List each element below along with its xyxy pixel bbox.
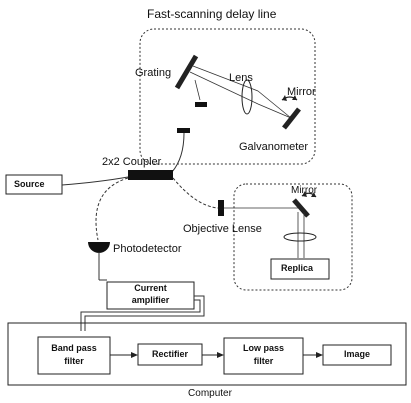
galvo-arrow-head-2 xyxy=(292,95,297,100)
galvanometer-label: Galvanometer xyxy=(239,141,309,153)
arrowhead-lowpass-image xyxy=(316,352,323,358)
fiber-detector xyxy=(95,177,129,241)
band-pass-label-1: Band pass xyxy=(51,343,97,353)
image-label: Image xyxy=(343,349,370,359)
grating-element xyxy=(174,54,199,90)
lens-label: Lens xyxy=(229,72,253,84)
delay-line-enclosure xyxy=(139,28,316,165)
delay-beam-4 xyxy=(257,103,292,119)
objective-lense-label: Objective Lense xyxy=(183,223,262,235)
low-pass-box xyxy=(223,337,304,375)
mirror-right-label: Mirror xyxy=(291,185,318,196)
delay-block-lower xyxy=(177,128,190,133)
delay-beam-5 xyxy=(194,79,201,101)
delay-block-upper xyxy=(195,102,207,107)
low-pass-label-2: filter xyxy=(253,356,274,366)
arrowhead-bandpass-rectifier xyxy=(131,352,138,358)
amplifier-to-computer-2 xyxy=(80,299,201,331)
low-pass-label-1: Low pass xyxy=(242,343,284,353)
photodetector-label: Photodetector xyxy=(113,243,182,255)
amplifier-to-computer xyxy=(84,295,205,331)
lens-element xyxy=(241,79,253,115)
galvanometer-mirror xyxy=(282,107,301,130)
current-amplifier-label-2: amplifier xyxy=(131,295,170,305)
photodetector-element xyxy=(88,242,110,253)
sample-arrow-head-2 xyxy=(311,192,316,197)
delay-beam-2 xyxy=(189,71,259,105)
sample-collimator xyxy=(218,200,224,216)
sample-mirror xyxy=(292,198,310,218)
arrowhead-rectifier-lowpass xyxy=(217,352,224,358)
source-label: Source xyxy=(14,179,45,189)
replica-box xyxy=(270,258,330,280)
sample-arrow-head-1 xyxy=(302,191,307,197)
current-amplifier-label-1: Current xyxy=(134,283,167,293)
grating-label: Grating xyxy=(135,67,172,79)
sample-arm-enclosure xyxy=(233,183,353,291)
band-pass-label-2: filter xyxy=(64,356,84,366)
fiber-source xyxy=(61,176,129,186)
mirror-top-label: Mirror xyxy=(287,86,316,98)
fiber-reference-arm xyxy=(171,132,185,173)
delay-beam-3 xyxy=(257,90,292,119)
objective-lens xyxy=(283,232,317,242)
delay-beam-1 xyxy=(192,65,259,92)
rectifier-label: Rectifier xyxy=(151,349,188,359)
computer-label: Computer xyxy=(188,388,232,399)
fiber-sample-arm xyxy=(172,177,219,209)
galvo-arrow-head-1 xyxy=(282,95,287,101)
band-pass-box xyxy=(37,336,111,375)
coupler-label: 2x2 Coupler xyxy=(102,156,162,168)
current-amplifier-box xyxy=(106,281,195,310)
replica-label: Replica xyxy=(281,263,314,273)
delay-line-title: Fast-scanning delay line xyxy=(147,7,277,21)
coupler-element xyxy=(128,170,173,180)
computer-box xyxy=(7,322,407,386)
